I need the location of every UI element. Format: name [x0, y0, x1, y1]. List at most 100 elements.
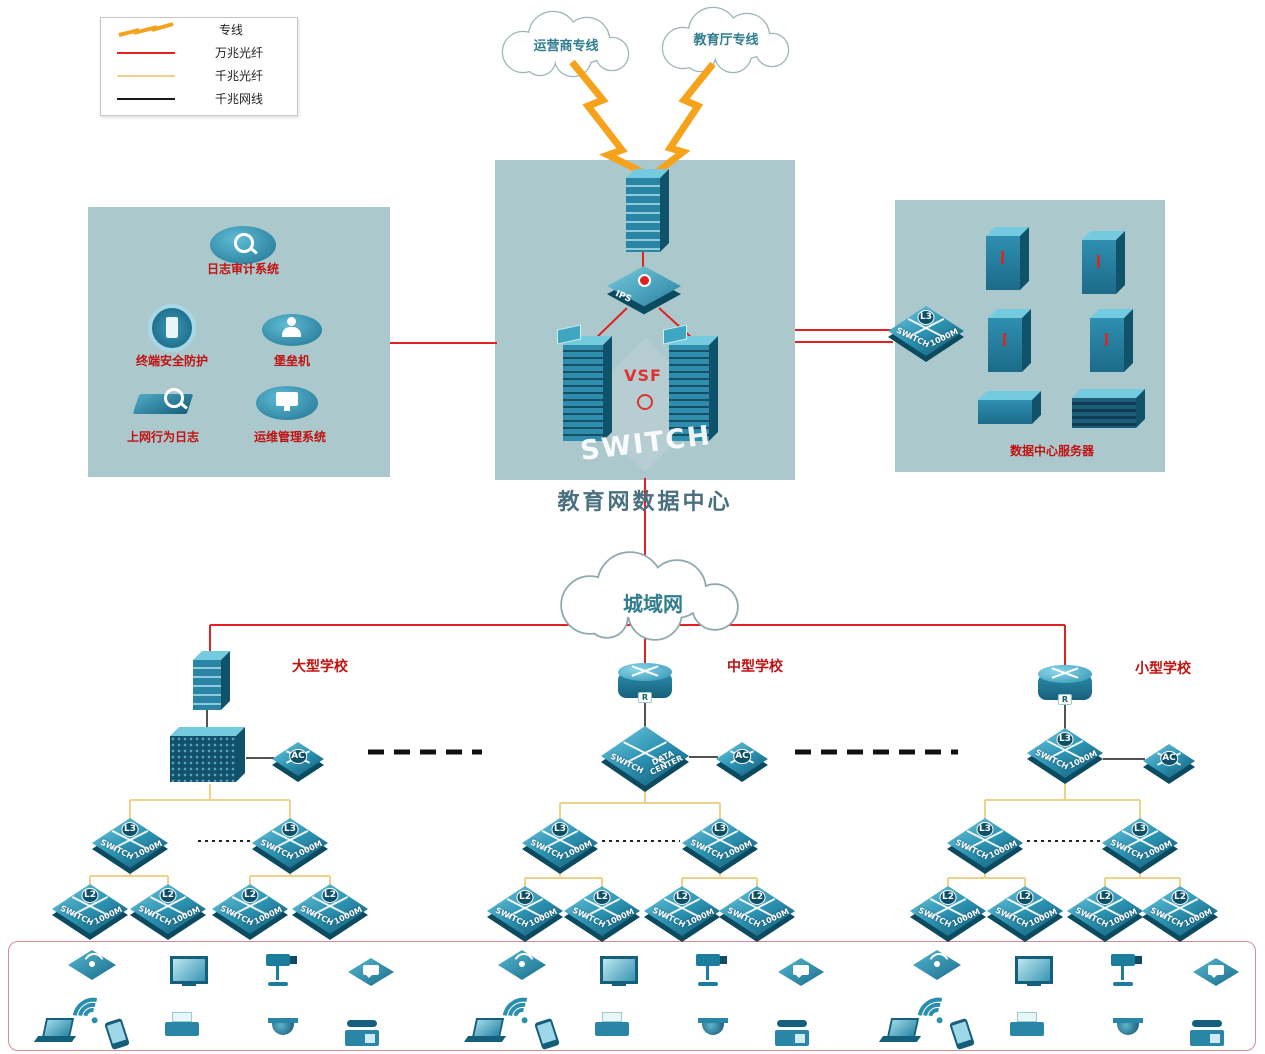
- large-school-ac[interactable]: AC: [272, 742, 324, 782]
- l2-switch[interactable]: L2 SWITCH 1000M: [212, 884, 288, 940]
- printer-icon[interactable]: [1010, 1012, 1046, 1036]
- telephone-icon[interactable]: [1190, 1020, 1226, 1046]
- l2-badge: L2: [1016, 890, 1034, 905]
- lightning-icon: [569, 59, 644, 176]
- l2-switch[interactable]: L2 SWITCH 1000M: [1142, 886, 1218, 942]
- dome-camera-icon[interactable]: [1113, 1018, 1143, 1036]
- server-tower[interactable]: [986, 236, 1020, 290]
- l3-badge: L3: [551, 822, 569, 837]
- l2-switch[interactable]: L2 SWITCH 1000M: [564, 886, 640, 942]
- desktop-icon[interactable]: [1015, 956, 1055, 986]
- laptop-icon[interactable]: [33, 1018, 77, 1044]
- server-tower[interactable]: [1082, 240, 1116, 294]
- l2-switch[interactable]: L2 SWITCH 1000M: [487, 886, 563, 942]
- large-school-gateway[interactable]: [193, 660, 221, 710]
- small-school-router[interactable]: R: [1038, 665, 1092, 705]
- ptz-camera-icon[interactable]: [692, 952, 732, 986]
- medium-school-ac[interactable]: AC: [716, 742, 768, 782]
- ptz-camera-icon[interactable]: [262, 952, 302, 986]
- carrier-line-cloud[interactable]: 运营商专线: [485, 6, 645, 82]
- medium-school-router[interactable]: R: [618, 663, 672, 703]
- dome-camera-icon[interactable]: [698, 1018, 728, 1036]
- black-copper-links: [206, 698, 1145, 760]
- core-switch-left[interactable]: [557, 324, 603, 441]
- ips-emblem-icon: [638, 274, 651, 287]
- printer-icon[interactable]: [595, 1012, 631, 1036]
- dome-camera-icon[interactable]: [268, 1018, 298, 1036]
- legend-row-1g-fiber: 千兆光纤: [101, 64, 297, 87]
- l2-switch[interactable]: L2 SWITCH 1000M: [644, 886, 720, 942]
- desktop-icon[interactable]: [600, 956, 640, 986]
- bastion-host-icon[interactable]: [262, 314, 322, 346]
- laptop-icon[interactable]: [463, 1018, 507, 1044]
- small-school-core-switch[interactable]: L3 SWITCH 1000M: [1027, 728, 1103, 784]
- wireless-ap-icon[interactable]: [498, 950, 546, 980]
- cloud-label: 教育厅专线: [692, 32, 758, 48]
- printer-icon[interactable]: [165, 1012, 201, 1036]
- l2-badge: L2: [1096, 890, 1114, 905]
- ips-device[interactable]: IPS: [607, 266, 681, 315]
- telephone-icon[interactable]: [775, 1020, 811, 1046]
- l3-switch[interactable]: L3 SWITCH 1000M: [682, 818, 758, 874]
- datacenter-firewall[interactable]: [626, 178, 660, 252]
- l2-badge: L2: [159, 888, 177, 903]
- l2-switch[interactable]: L2 SWITCH 1000M: [52, 884, 128, 940]
- voip-icon[interactable]: [778, 958, 824, 986]
- l2-badge: L2: [939, 890, 957, 905]
- ops-mgmt-icon[interactable]: [256, 386, 318, 420]
- black-line-swatch: [115, 97, 177, 100]
- cloud-label: 运营商专线: [533, 38, 598, 54]
- medium-school-core-switch[interactable]: SWITCH DATA CENTER: [601, 726, 689, 792]
- l2-switch[interactable]: L2 SWITCH 1000M: [130, 884, 206, 940]
- l2-switch[interactable]: L2 SWITCH 1000M: [292, 884, 368, 940]
- monitor-icon: [276, 392, 298, 411]
- l3-switch[interactable]: L3 SWITCH 1000M: [522, 818, 598, 874]
- l2-switch[interactable]: L2 SWITCH 1000M: [910, 886, 986, 942]
- wireless-ap-icon[interactable]: [913, 950, 961, 980]
- l2-badge: L2: [1171, 890, 1189, 905]
- l3-switch[interactable]: L3 SWITCH 1000M: [947, 818, 1023, 874]
- l3-switch[interactable]: L3 SWITCH 1000M: [252, 818, 328, 874]
- server-zone-label: 数据中心服务器: [1009, 444, 1094, 458]
- medium-school-label: 中型学校: [727, 659, 783, 675]
- l2-switch[interactable]: L2 SWITCH 1000M: [719, 886, 795, 942]
- laptop-icon[interactable]: [878, 1018, 922, 1044]
- wireless-ap-icon[interactable]: [68, 950, 116, 980]
- l3-badge: L3: [1131, 822, 1149, 837]
- small-school-ac[interactable]: AC: [1143, 744, 1195, 784]
- ops-mgmt-label: 运维管理系统: [253, 430, 326, 444]
- telephone-icon[interactable]: [345, 1020, 381, 1046]
- core-switch-right[interactable]: [663, 324, 709, 441]
- l2-switch[interactable]: L2 SWITCH 1000M: [987, 886, 1063, 942]
- log-audit-icon[interactable]: [210, 226, 276, 264]
- legend-label: 专线: [219, 23, 244, 37]
- l3-switch[interactable]: L3 SWITCH 1000M: [92, 818, 168, 874]
- l3-switch[interactable]: L3 SWITCH 1000M: [1102, 818, 1178, 874]
- education-dept-cloud[interactable]: 教育厅专线: [645, 2, 805, 78]
- red-line-swatch: [115, 51, 177, 54]
- server-tower[interactable]: [1090, 318, 1124, 372]
- l3-badge: L3: [917, 310, 935, 325]
- ptz-camera-icon[interactable]: [1107, 952, 1147, 986]
- legend-label: 千兆网线: [215, 92, 264, 106]
- storage-device[interactable]: [978, 400, 1032, 424]
- magnifier-icon: [234, 233, 254, 253]
- terminal-security-icon[interactable]: [148, 304, 196, 352]
- l3-badge: L3: [976, 822, 994, 837]
- net-behavior-log-label: 上网行为日志: [126, 430, 199, 444]
- net-behavior-log-icon[interactable]: [132, 388, 194, 420]
- desktop-icon[interactable]: [170, 956, 210, 986]
- server-tower[interactable]: [988, 318, 1022, 372]
- server-zone-switch[interactable]: L3 SWITCH 1000M: [888, 306, 964, 362]
- voip-icon[interactable]: [348, 958, 394, 986]
- metro-network-cloud[interactable]: 城域网: [535, 545, 765, 645]
- lightning-icon: [115, 21, 177, 38]
- l3-badge: L3: [121, 822, 139, 837]
- voip-icon[interactable]: [1193, 958, 1239, 986]
- l2-badge: L2: [321, 888, 339, 903]
- rack-server[interactable]: [1072, 398, 1136, 428]
- l3-badge: L3: [711, 822, 729, 837]
- l2-switch[interactable]: L2 SWITCH 1000M: [1067, 886, 1143, 942]
- large-school-core-chassis[interactable]: [170, 736, 236, 782]
